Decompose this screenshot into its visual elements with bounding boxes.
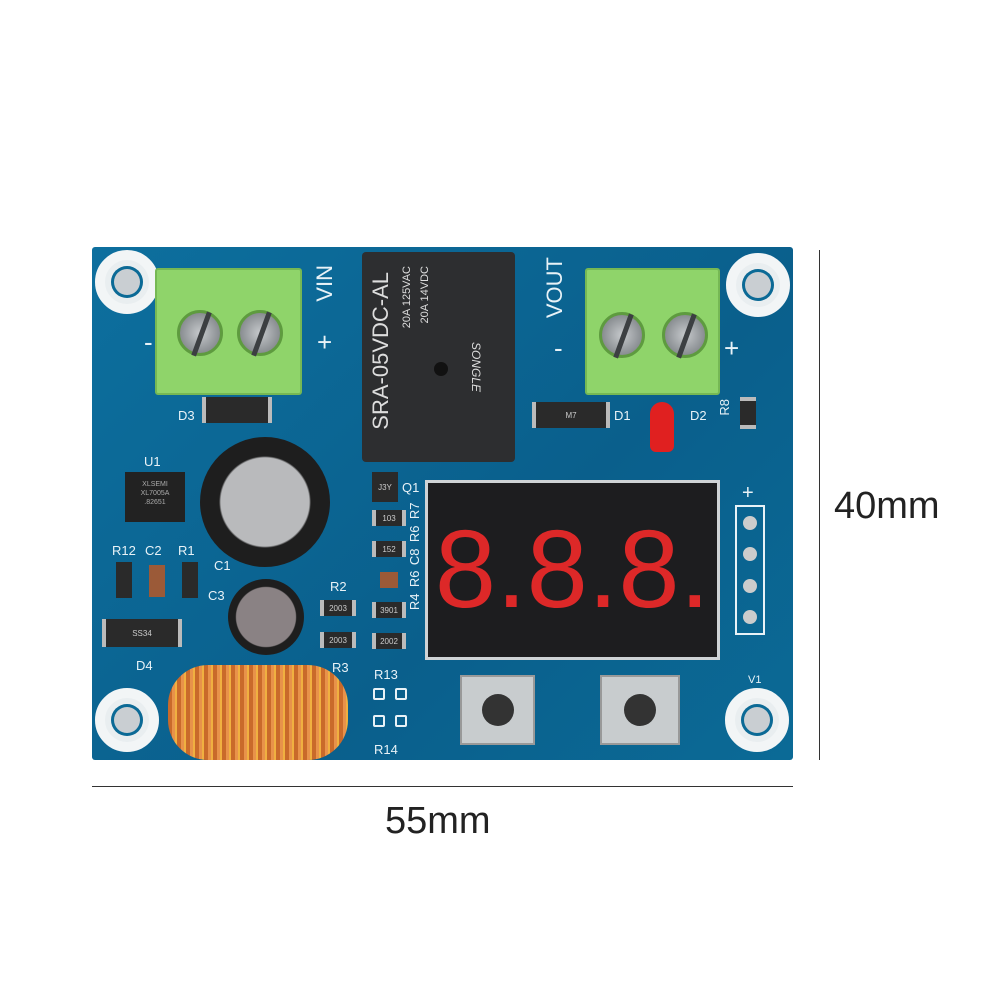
label-d1: D1: [614, 408, 631, 423]
transistor-q1: J3Y: [372, 472, 398, 502]
resistor-r2: 2003: [320, 600, 356, 616]
mounting-hole: [95, 250, 159, 314]
header-plus: +: [742, 482, 754, 504]
pad: [395, 688, 407, 700]
header-pin: [743, 547, 757, 562]
display-digits: 8.8.8.: [434, 508, 711, 631]
led: [650, 402, 674, 452]
pad: [373, 688, 385, 700]
label-d2: D2: [690, 408, 707, 423]
screw-icon: [177, 310, 223, 356]
capacitor-c1: [200, 437, 330, 567]
label-r4: R4: [407, 593, 422, 611]
label-r1: R1: [178, 543, 195, 558]
resistor-r7: 103: [372, 510, 406, 526]
resistor-r8: [740, 397, 756, 429]
chip-text: .82651: [144, 499, 166, 506]
header-pin: [743, 515, 757, 530]
width-dimension: 55mm: [385, 800, 491, 842]
label-d3: D3: [178, 408, 195, 423]
label-r14: R14: [374, 742, 398, 757]
led-display: 8.8.8.: [425, 480, 720, 660]
relay-model: SRA-05VDC-AL: [368, 272, 393, 430]
label-u1: U1: [144, 454, 161, 469]
relay-dot: [434, 362, 448, 376]
label-r12: R12: [112, 543, 136, 558]
diode-d1: M7: [532, 402, 610, 428]
header-pin: [743, 610, 757, 625]
label-c3: C3: [208, 588, 225, 603]
width-dimension-line: [92, 786, 793, 787]
relay-brand: SONGLE: [469, 342, 483, 393]
resistor: 3901: [372, 602, 406, 618]
pad: [395, 715, 407, 727]
height-dimension: 40mm: [834, 485, 940, 527]
label-c2: C2: [145, 543, 162, 558]
relay: SRA-05VDC-AL 20A 125VAC 20A 14VDC SONGLE: [362, 252, 515, 462]
screw-icon: [662, 312, 708, 358]
vout-plus: +: [724, 333, 740, 363]
label-r6: R6: [407, 525, 422, 543]
capacitor-c8: [380, 572, 398, 588]
label-r3: R3: [332, 660, 349, 675]
label-c8: C8: [407, 548, 422, 565]
mounting-hole: [95, 688, 159, 752]
label-d4: D4: [136, 658, 153, 673]
relay-rating-2: 20A 125VAC: [401, 266, 413, 329]
diode-d4: SS34: [102, 619, 182, 647]
header-pin: [743, 578, 757, 593]
label-r6: R6: [407, 570, 422, 588]
chip-text: XL7005A: [140, 490, 170, 497]
pad: [373, 715, 385, 727]
vout-terminal-block: [585, 268, 720, 395]
resistor-r6: 152: [372, 541, 406, 557]
chip-u1: XLSEMI XL7005A .82651: [125, 472, 185, 522]
push-button-1[interactable]: [460, 675, 535, 745]
capacitor-c3: [228, 579, 304, 655]
capacitor-c2: [149, 565, 165, 597]
relay-rating-1: 20A 14VDC: [419, 266, 431, 324]
vin-terminal-block: [155, 268, 302, 395]
mounting-hole: [725, 688, 789, 752]
label-c1: C1: [214, 558, 231, 573]
vout-label: VOUT: [542, 257, 567, 319]
vout-minus: -: [554, 333, 563, 363]
label-q1: Q1: [402, 480, 420, 495]
label-v1: V1: [748, 674, 762, 686]
label-r7: R7: [407, 503, 422, 520]
label-r13: R13: [374, 667, 398, 682]
mounting-hole: [726, 253, 790, 317]
resistor-r4: 2002: [372, 633, 406, 649]
inductor-coil: [168, 665, 348, 760]
pin-header: [735, 505, 765, 635]
label-r8: R8: [717, 399, 732, 416]
label-r2: R2: [330, 579, 347, 594]
pcb-board: VIN + - D3 SRA-05VDC-AL 20A 125VAC 20A 1…: [92, 247, 793, 760]
resistor-labels: R4 R6 C8 R6 R7: [407, 503, 422, 611]
vin-label: VIN: [312, 265, 337, 302]
resistor-r12: [116, 562, 132, 598]
vin-minus: -: [144, 327, 153, 357]
screw-icon: [237, 310, 283, 356]
screw-icon: [599, 312, 645, 358]
height-dimension-line: [819, 250, 820, 760]
diode-d3: [202, 397, 272, 423]
resistor: 2003: [320, 632, 356, 648]
resistor-r1: [182, 562, 198, 598]
vin-plus: +: [317, 327, 333, 357]
chip-text: XLSEMI: [142, 481, 168, 488]
push-button-2[interactable]: [600, 675, 680, 745]
